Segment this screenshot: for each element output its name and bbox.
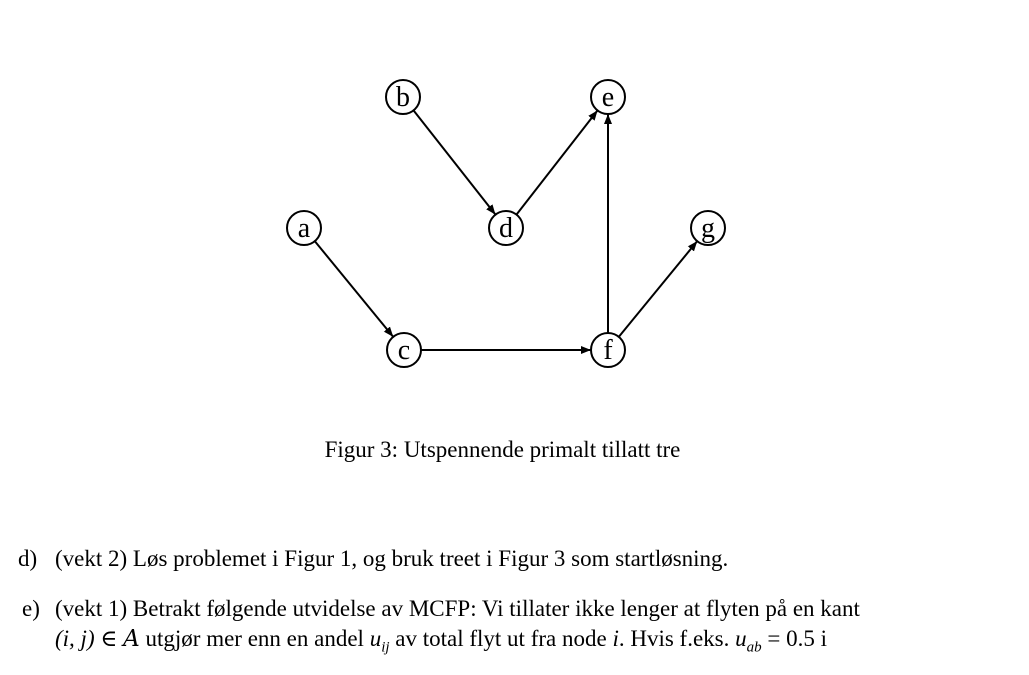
edge-a-c <box>314 240 394 338</box>
subscript-ij: ij <box>381 639 390 656</box>
node-circle <box>386 332 422 368</box>
text-fragment: utgjør mer enn en andel <box>139 626 370 651</box>
text-fragment: . Hvis f.eks. <box>618 626 736 651</box>
node-label: d <box>499 213 513 244</box>
node-label: e <box>602 82 614 113</box>
text-fragment: av total flyt ut fra node <box>389 626 613 651</box>
node-f: f <box>590 332 626 368</box>
node-circle <box>590 79 626 115</box>
node-label: a <box>298 213 311 244</box>
edge-d-e <box>515 109 599 216</box>
node-circle <box>488 210 524 246</box>
node-e: e <box>590 79 626 115</box>
arc-set-symbol: A <box>123 626 140 652</box>
element-of-symbol: ∈ <box>94 626 124 651</box>
node-a: a <box>286 210 322 246</box>
node-d: d <box>488 210 524 246</box>
text-fragment: = 0.5 i <box>761 626 827 651</box>
item-text-d: (vekt 2) Løs problemet i Figur 1, og bru… <box>55 546 729 571</box>
node-label: c <box>398 335 410 366</box>
subscript-ab: ab <box>746 639 762 656</box>
edge-f-g <box>618 240 698 338</box>
item-marker-e: e) <box>22 596 40 621</box>
item-marker-d: d) <box>18 546 38 571</box>
node-circle <box>590 332 626 368</box>
node-circle <box>690 210 726 246</box>
node-label: f <box>603 335 613 366</box>
figure-caption: Figur 3: Utspennende primalt tillatt tre <box>324 437 681 462</box>
node-b: b <box>385 79 421 115</box>
node-c: c <box>386 332 422 368</box>
var-u: u <box>735 626 747 651</box>
edge-b-d <box>412 109 497 216</box>
node-circle <box>385 79 421 115</box>
edge-ij: (i, j) <box>55 626 95 651</box>
var-u: u <box>369 626 382 651</box>
node-label: g <box>701 213 715 244</box>
node-label: b <box>396 82 410 113</box>
spanning-tree-figure: a b c d e f g <box>286 79 726 368</box>
question-e-line-2: (i, j) ∈ A utgjør mer enn en andel uij a… <box>55 626 827 657</box>
node-circle <box>286 210 322 246</box>
node-g: g <box>690 210 726 246</box>
item-text-e: (vekt 1) Betrakt følgende utvidelse av M… <box>55 596 860 621</box>
var-i: i <box>612 626 619 651</box>
